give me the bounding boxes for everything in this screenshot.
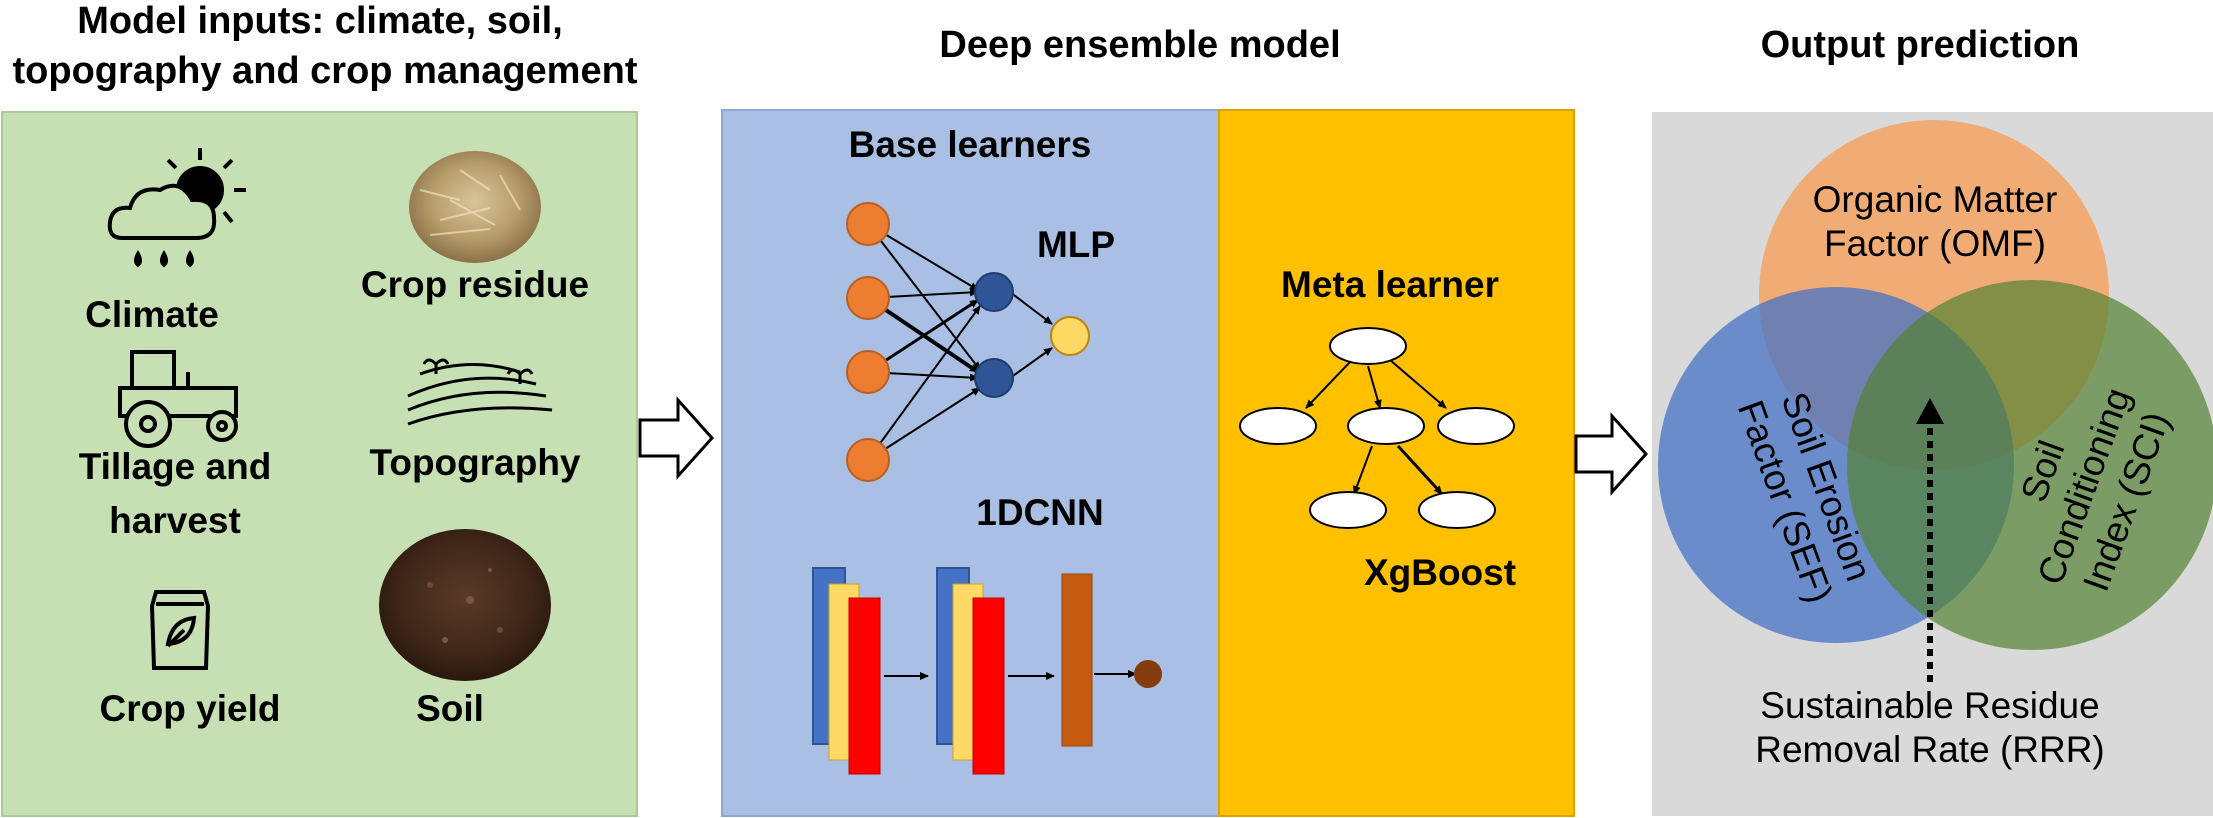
crop-residue-label: Crop residue bbox=[360, 264, 590, 305]
omf-label-line1: Organic Matter bbox=[1812, 179, 2058, 220]
mlp-hidden-node bbox=[974, 272, 1014, 312]
mlp-input-node bbox=[846, 438, 890, 482]
mlp-input-node bbox=[846, 202, 890, 246]
flow-arrow-model-to-output bbox=[1574, 412, 1649, 496]
rrr-label-line2: Removal Rate (RRR) bbox=[1755, 729, 2105, 771]
output-title: Output prediction bbox=[1760, 24, 2080, 66]
tractor-icon bbox=[118, 350, 238, 448]
topography-icon bbox=[407, 358, 553, 426]
rrr-arrowhead bbox=[1916, 398, 1944, 424]
mlp-hidden-node bbox=[974, 358, 1014, 398]
soil-image bbox=[379, 529, 551, 681]
tillage-label-line2: harvest bbox=[109, 500, 241, 541]
inputs-title-line2: topography and crop management bbox=[12, 50, 638, 92]
xgboost-label: XgBoost bbox=[1363, 552, 1517, 593]
mlp-network bbox=[846, 202, 1090, 482]
inputs-title-line1: Model inputs: climate, soil, bbox=[77, 0, 563, 42]
soil-label: Soil bbox=[416, 688, 484, 729]
mlp-input-node bbox=[846, 350, 890, 394]
omf-label: Organic Matter Factor (OMF) bbox=[1770, 178, 2100, 267]
climate-icon bbox=[107, 148, 246, 268]
sci-circle bbox=[1847, 280, 2213, 650]
crop-yield-label: Crop yield bbox=[99, 688, 281, 729]
mlp-output-node bbox=[1050, 316, 1090, 356]
cnn-diagram bbox=[812, 567, 1162, 775]
meta-learner-panel bbox=[1218, 109, 1575, 817]
omf-label-line2: Factor (OMF) bbox=[1824, 223, 2046, 265]
base-learners-label: Base learners bbox=[848, 124, 1092, 165]
flow-arrow-inputs-to-model bbox=[638, 396, 715, 480]
meta-learner-label: Meta learner bbox=[1281, 264, 1499, 305]
xgboost-tree bbox=[1239, 327, 1515, 529]
rrr-label-line1: Sustainable Residue bbox=[1760, 685, 2100, 726]
mlp-input-node bbox=[846, 276, 890, 320]
tillage-label-line1: Tillage and bbox=[78, 446, 272, 487]
crop-residue-image bbox=[409, 151, 541, 263]
crop-yield-icon bbox=[149, 590, 211, 670]
mlp-label: MLP bbox=[1036, 224, 1116, 265]
model-title: Deep ensemble model bbox=[939, 24, 1341, 66]
venn-diagram bbox=[1658, 120, 2213, 650]
rrr-label: Sustainable Residue Removal Rate (RRR) bbox=[1720, 684, 2140, 773]
topography-label: Topography bbox=[369, 442, 581, 483]
climate-label: Climate bbox=[85, 294, 219, 335]
cnn-label: 1DCNN bbox=[976, 492, 1104, 533]
